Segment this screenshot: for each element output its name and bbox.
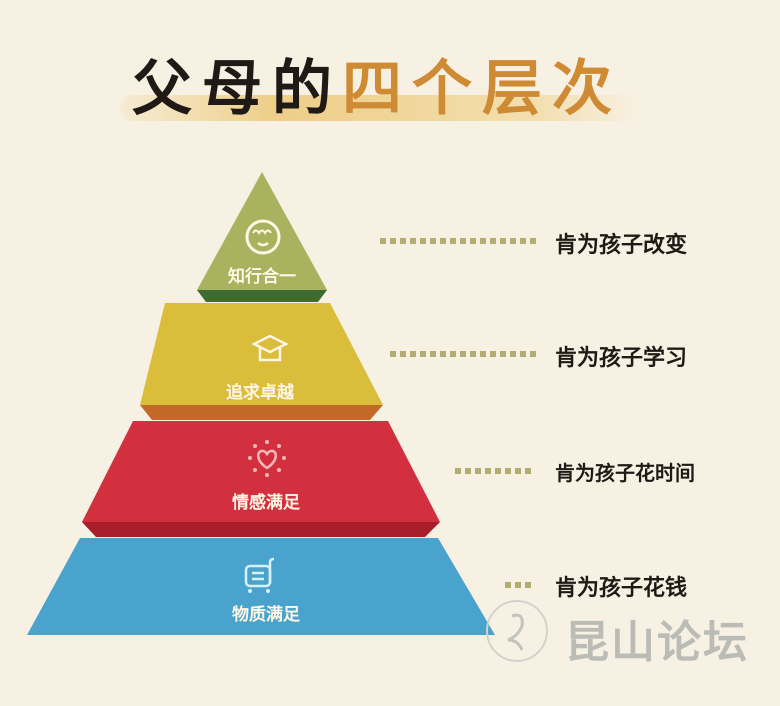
tier-1-label: 知行合一 [228, 267, 296, 287]
tier-1-side [197, 290, 327, 302]
tier-2-description: 肯为孩子学习 [555, 346, 688, 371]
cart-icon [244, 557, 275, 593]
heart-icon [248, 440, 286, 477]
tier-4-label: 物质满足 [232, 605, 300, 625]
title-part1: 父母的 [132, 54, 342, 124]
tier-3-description: 肯为孩子花时间 [555, 461, 695, 485]
tier-2-label: 追求卓越 [226, 383, 294, 403]
watermark-logo [486, 600, 548, 662]
tier-3-label: 情感满足 [232, 493, 300, 513]
graduation-cap-icon [251, 334, 289, 362]
connector-dots-1 [380, 238, 536, 244]
tier-3-side [82, 522, 440, 537]
tier-4-description: 肯为孩子花钱 [555, 576, 688, 601]
tier-2-side [140, 405, 383, 420]
tier-3-shape [82, 421, 440, 522]
tier-1-description: 肯为孩子改变 [555, 233, 688, 258]
face-icon [245, 219, 281, 255]
page-title: 父母的四个层次 [132, 40, 622, 127]
connector-dots-3 [455, 468, 535, 474]
title-highlight [120, 95, 640, 121]
title-part2: 四个层次 [342, 54, 622, 124]
tier-2-shape [140, 303, 383, 405]
watermark-text: 昆山论坛 [565, 617, 749, 668]
connector-dots-2 [390, 351, 536, 357]
connector-dots-4 [505, 582, 535, 588]
